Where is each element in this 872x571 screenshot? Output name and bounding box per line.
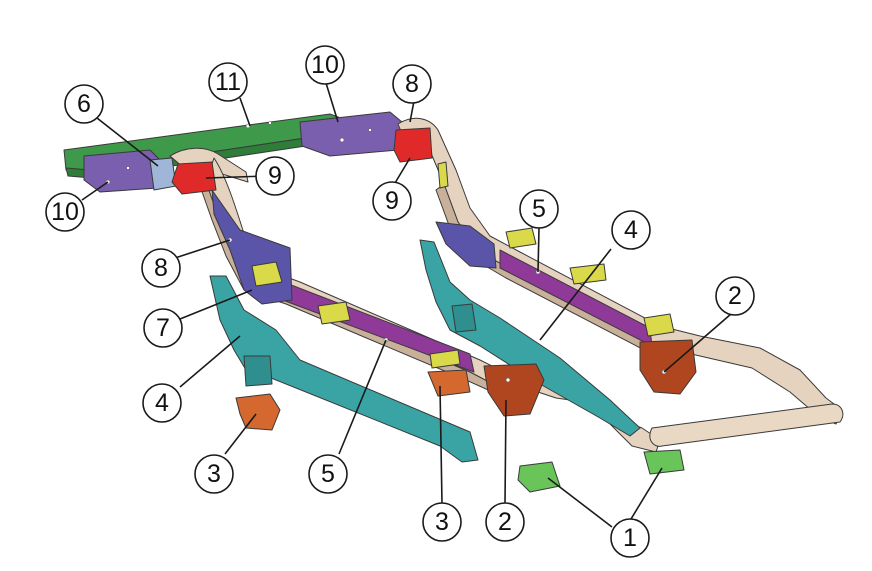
callout-6: 6	[64, 84, 104, 124]
callout-4-right: 4	[611, 210, 651, 250]
callout-9-right: 9	[372, 181, 412, 221]
right-inner-plate	[499, 249, 653, 347]
svg-text:8: 8	[154, 254, 168, 282]
svg-text:6: 6	[77, 90, 91, 118]
small-orange-brackets	[235, 369, 471, 431]
callout-11: 11	[208, 62, 248, 102]
right-blue-plate	[435, 221, 497, 269]
callout-2-bottom: 2	[485, 502, 525, 542]
callout-8-top: 8	[392, 64, 432, 104]
yellow-brackets	[251, 161, 675, 369]
svg-text:10: 10	[51, 198, 79, 226]
svg-text:3: 3	[207, 460, 221, 488]
svg-text:11: 11	[215, 68, 241, 96]
svg-text:9: 9	[385, 187, 399, 215]
svg-text:9: 9	[268, 162, 282, 190]
callout-5-bottom: 5	[308, 454, 348, 494]
svg-text:5: 5	[532, 195, 546, 223]
callout-1: 1	[610, 518, 650, 558]
callout-2-right: 2	[715, 276, 755, 316]
callout-10-top: 10	[305, 45, 345, 85]
callout-7: 7	[143, 308, 183, 348]
callout-3-bottom: 3	[422, 502, 462, 542]
callout-4-left: 4	[142, 383, 182, 423]
svg-text:2: 2	[498, 508, 512, 536]
svg-text:2: 2	[728, 282, 742, 310]
callout-5-right: 5	[519, 189, 559, 229]
right-side-reinforcement	[419, 239, 641, 437]
svg-text:10: 10	[311, 51, 339, 79]
green-mounts	[517, 449, 685, 493]
leader-lines	[81, 82, 732, 528]
callout-10-left: 10	[45, 192, 85, 232]
callout-3-left: 3	[194, 454, 234, 494]
svg-text:8: 8	[405, 70, 419, 98]
svg-text:4: 4	[155, 389, 169, 417]
red-brackets	[171, 127, 433, 195]
callout-9-left: 9	[255, 156, 295, 196]
left-side-reinforcement	[209, 275, 479, 463]
svg-text:4: 4	[624, 216, 638, 244]
callout-8-left: 8	[141, 248, 181, 288]
front-cross-tube	[649, 403, 844, 447]
svg-text:5: 5	[321, 460, 335, 488]
svg-text:7: 7	[156, 314, 170, 342]
front-brackets	[483, 339, 697, 417]
svg-text:3: 3	[435, 508, 449, 536]
left-rear-sleeve	[83, 149, 161, 193]
svg-text:1: 1	[623, 524, 637, 552]
